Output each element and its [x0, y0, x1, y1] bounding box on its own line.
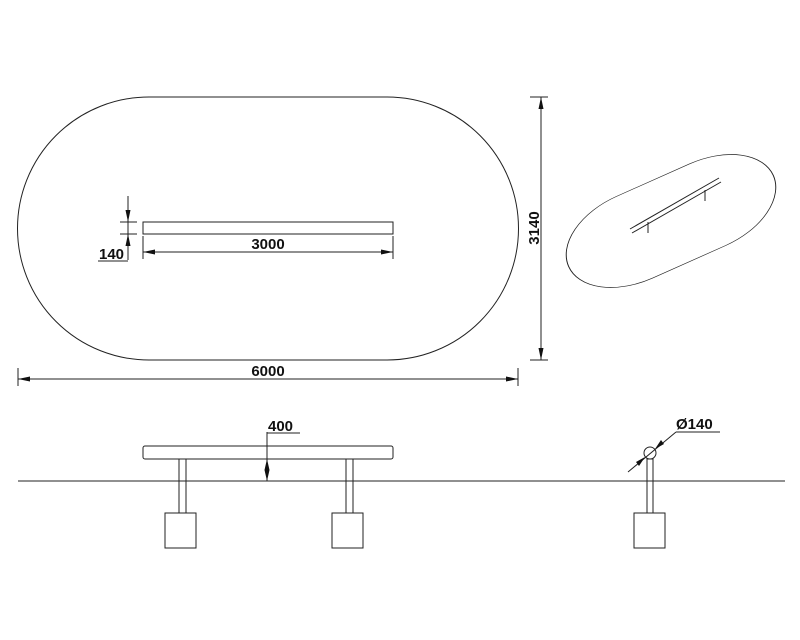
post-middle — [331, 458, 364, 549]
dim-label-6000: 6000 — [251, 363, 284, 380]
dim-label-400: 400 — [268, 418, 293, 435]
plan-outline — [17, 96, 519, 361]
post-left — [164, 458, 197, 549]
dimension-400: 400 — [264, 418, 300, 481]
dimension-diameter: Ø140 — [627, 416, 720, 473]
dim-label-140: 140 — [99, 246, 124, 263]
plan-bar — [142, 221, 394, 235]
dimension-140: 140 — [98, 196, 137, 263]
dimension-3140: 3140 — [526, 96, 548, 361]
dim-label-3000: 3000 — [251, 236, 284, 253]
post-side — [633, 446, 666, 549]
isometric-view — [565, 154, 777, 288]
dim-label-diameter: Ø140 — [676, 416, 713, 433]
dimension-6000: 6000 — [17, 363, 519, 386]
dimension-3000: 3000 — [142, 236, 394, 259]
dim-label-3140: 3140 — [526, 211, 543, 244]
bench-top — [142, 445, 394, 460]
